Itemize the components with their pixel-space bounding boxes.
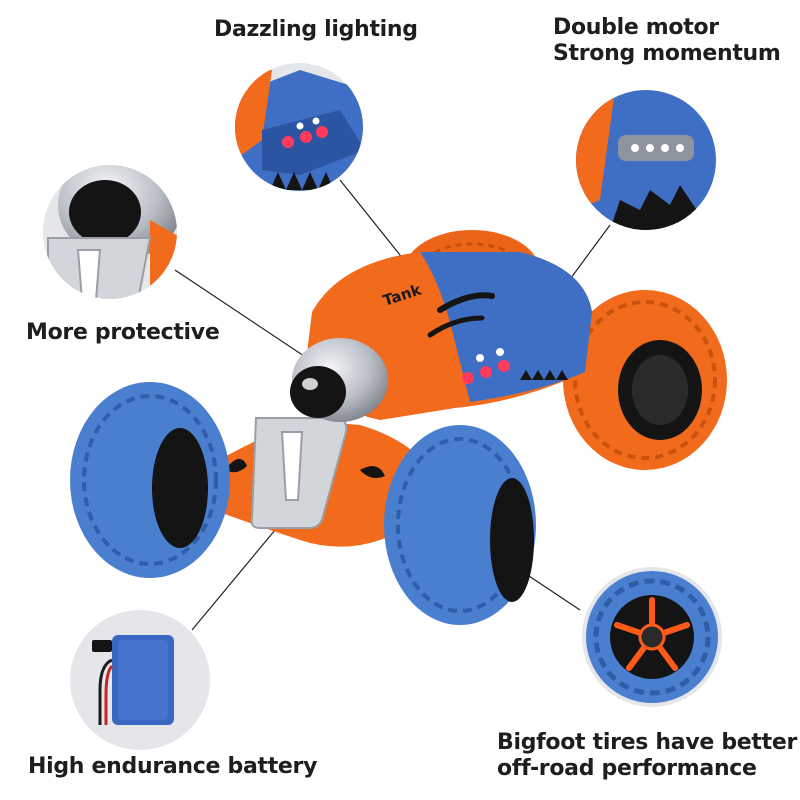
stunt-car: Tank [70,230,727,625]
helmet [290,338,388,422]
lighting-label: Dazzling lighting [214,17,418,43]
motor-label-line-1: Double motor [553,15,719,40]
tires-label-line-1: Bigfoot tires have better [497,730,798,755]
tires-label-line-2: off-road performance [497,756,757,781]
motor-label-line-2: Strong momentum [553,41,781,66]
battery-label: High endurance battery [28,754,317,780]
body-leds [462,348,510,384]
right-orange-tire [563,290,727,470]
battery-inset [70,610,210,750]
lighting-inset [235,63,363,191]
tire-inset [582,567,722,707]
front-blue-tire [384,425,536,625]
protective-label-line: More protective [26,320,220,345]
battery-label-line: High endurance battery [28,754,318,779]
car-body-blue-panel [420,252,592,402]
protective-inset [43,165,177,299]
motor-label: Double motor Strong momentum [553,15,781,67]
lighting-label-line: Dazzling lighting [214,17,418,42]
tires-label: Bigfoot tires have better off-road perfo… [497,730,797,782]
protective-label: More protective [26,320,220,346]
motor-inset [576,90,716,230]
left-blue-tire [70,382,230,578]
